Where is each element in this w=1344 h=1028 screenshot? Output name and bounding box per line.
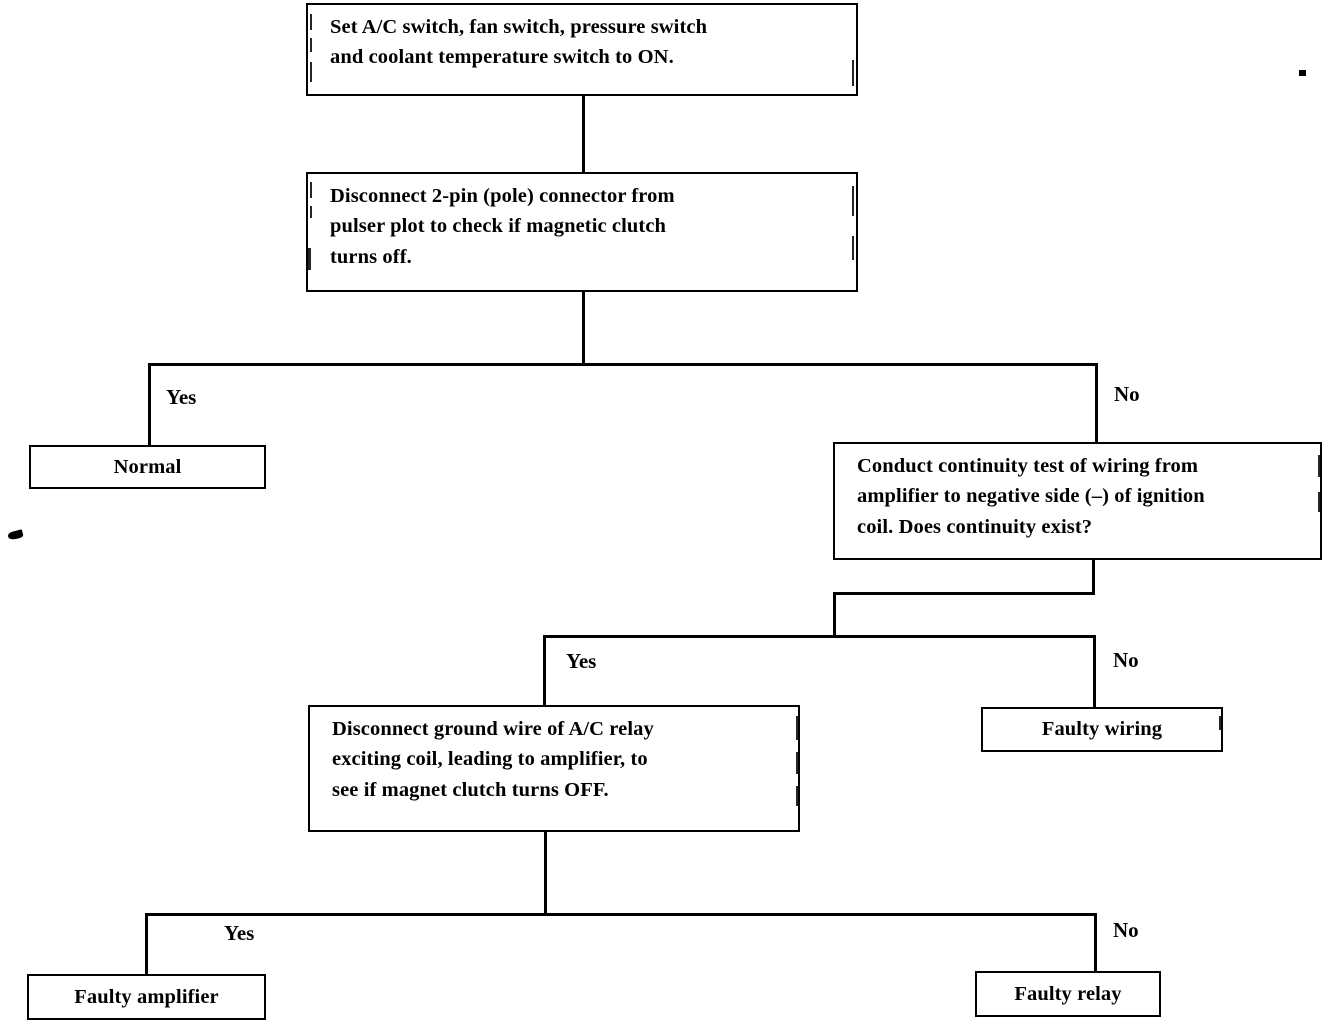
connector-step1-to-step2 [582,95,585,172]
scan-artifact [1318,492,1320,512]
node-faulty-relay-label: Faulty relay [1014,982,1122,1005]
scan-artifact [852,186,854,216]
scan-artifact [852,60,854,86]
node-faulty-amplifier: Faulty amplifier [27,974,266,1020]
node-normal: Normal [29,445,266,489]
branch-label-no-2: No [1113,648,1139,672]
connector-continuity-down [1092,558,1095,595]
node-ground-wire-label: Disconnect ground wire of A/C relay exci… [332,718,654,801]
connector-branch3-no [1094,913,1097,971]
branch-bar-1 [148,363,1098,366]
branch-bar-2 [543,635,1096,638]
node-faulty-wiring-label: Faulty wiring [1041,718,1163,741]
scan-artifact [310,14,312,30]
node-faulty-relay: Faulty relay [975,971,1161,1017]
connector-branch1-no [1095,363,1098,444]
connector-branch2-no [1093,635,1096,709]
scan-artifact [1219,716,1221,730]
branch-label-yes-1: Yes [166,385,197,409]
node-ground-wire: Disconnect ground wire of A/C relay exci… [308,705,800,832]
scan-artifact [852,236,854,260]
scan-artifact [796,786,798,806]
scan-artifact [796,752,798,774]
scan-artifact [1318,455,1320,477]
node-step1-label: Set A/C switch, fan switch, pressure swi… [330,16,708,69]
node-normal-label: Normal [113,455,182,478]
scan-artifact [308,248,311,270]
branch-label-no-3: No [1113,918,1139,942]
node-faulty-amplifier-label: Faulty amplifier [74,985,219,1008]
branch-label-no-1: No [1114,382,1140,406]
scan-artifact [310,38,312,52]
connector-branch2-yes [543,635,546,707]
scan-speck-top-right [1299,70,1306,76]
scan-artifact [310,62,312,82]
connector-continuity-elbow-horizontal [833,592,1095,595]
node-continuity-test: Conduct continuity test of wiring from a… [833,442,1322,560]
node-step2: Disconnect 2-pin (pole) connector from p… [306,172,858,292]
connector-groundwire-to-branch3 [544,832,547,916]
connector-branch3-yes [145,913,148,975]
branch-label-yes-3: Yes [224,921,255,945]
scan-artifact [310,206,312,218]
node-step1: Set A/C switch, fan switch, pressure swi… [306,3,858,96]
scan-artifact [310,182,312,198]
scan-artifact [796,716,798,740]
branch-label-yes-2: Yes [566,649,597,673]
connector-step2-to-branch1 [582,292,585,366]
branch-bar-3 [145,913,1097,916]
connector-continuity-elbow-vertical [833,592,836,637]
node-step2-label: Disconnect 2-pin (pole) connector from p… [330,185,675,268]
connector-branch1-yes [148,363,151,447]
scan-speck-left [7,529,24,541]
node-continuity-test-label: Conduct continuity test of wiring from a… [857,455,1205,538]
node-faulty-wiring: Faulty wiring [981,707,1223,752]
